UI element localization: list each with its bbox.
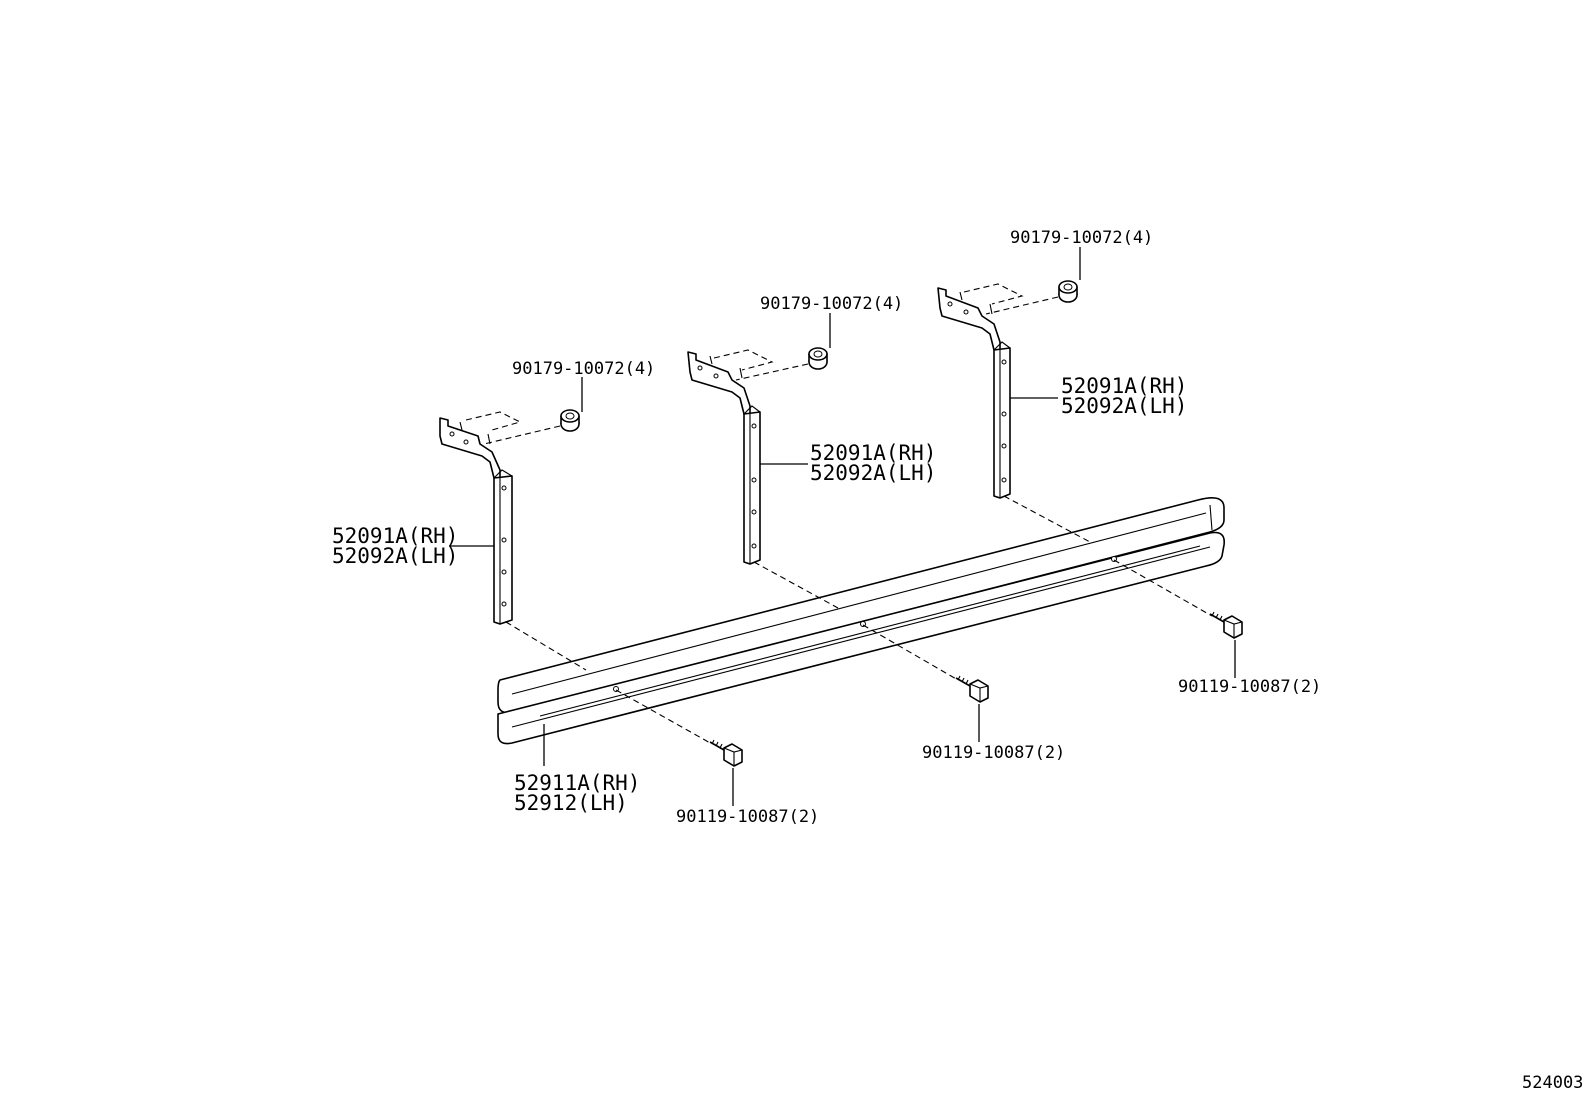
step-rh-part-number: 52911A(RH) xyxy=(514,771,640,795)
bolt-middle[interactable] xyxy=(955,675,989,703)
bracket-right-rh-part-number: 52091A(RH) xyxy=(1061,374,1187,398)
bracket-right[interactable] xyxy=(937,287,1011,499)
nut-left-part-number: 90179-10072(4) xyxy=(512,359,655,379)
nut-middle[interactable] xyxy=(808,347,828,370)
assembly-lines xyxy=(465,283,1213,745)
bracket-middle[interactable] xyxy=(687,351,761,565)
diagram-reference-number: 524003 xyxy=(1522,1073,1583,1093)
bracket-left-rh-part-number: 52091A(RH) xyxy=(332,524,458,548)
bracket-left-lh-part-number: 52092A(LH) xyxy=(332,544,458,568)
bracket-right-lh-part-number: 52092A(LH) xyxy=(1061,394,1187,418)
bracket-middle-lh-part-number: 52092A(LH) xyxy=(810,461,936,485)
step-lh-part-number: 52912(LH) xyxy=(514,791,628,815)
bolt-left-part-number: 90119-10087(2) xyxy=(676,807,819,827)
running-board-step[interactable] xyxy=(497,497,1226,745)
leader-lines xyxy=(449,247,1236,806)
nut-right[interactable] xyxy=(1058,280,1078,303)
bolt-left[interactable] xyxy=(709,739,743,767)
bracket-left[interactable] xyxy=(439,417,513,625)
bolt-right[interactable] xyxy=(1209,611,1243,639)
nut-middle-part-number: 90179-10072(4) xyxy=(760,294,903,314)
bolt-middle-part-number: 90119-10087(2) xyxy=(922,743,1065,763)
bolt-right-part-number: 90119-10087(2) xyxy=(1178,677,1321,697)
nut-right-part-number: 90179-10072(4) xyxy=(1010,228,1153,248)
nut-left[interactable] xyxy=(560,409,580,432)
bracket-middle-rh-part-number: 52091A(RH) xyxy=(810,441,936,465)
